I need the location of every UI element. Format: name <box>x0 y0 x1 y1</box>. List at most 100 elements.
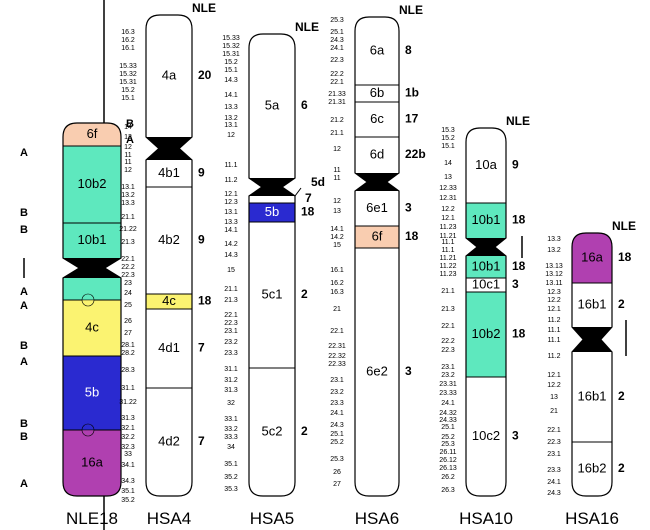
band-number: 21.3 <box>224 297 238 304</box>
band-number: 15.2 <box>441 135 455 142</box>
ab-label: A <box>20 286 28 298</box>
band-number: 23.1 <box>224 328 238 335</box>
band-number: 31.1 <box>224 366 238 373</box>
band-number: 33 <box>124 451 132 458</box>
band-number: 12 <box>333 198 341 205</box>
segment-hsa5-5c2 <box>249 368 295 496</box>
band-number: 26.2 <box>441 474 455 481</box>
segment-side-number: 7 <box>198 341 205 355</box>
segment-hsa6-6e2 <box>355 248 399 496</box>
band-number: 13.11 <box>546 280 563 287</box>
band-number: 23.3 <box>547 467 561 474</box>
band-number: 22.1 <box>330 79 344 86</box>
band-number: 13.3 <box>224 219 238 226</box>
band-number: 12.1 <box>547 306 561 313</box>
band-number: 35.3 <box>224 486 238 493</box>
band-number: 22.3 <box>121 272 135 279</box>
segment-hsa16-16b1 <box>572 352 612 442</box>
segment-label: 4d1 <box>158 340 180 355</box>
centromere-hsa4 <box>146 137 192 160</box>
band-number: 15.2 <box>121 87 135 94</box>
segment-nle18-10b2 <box>63 146 121 223</box>
segment-label: 4c <box>162 293 176 308</box>
segment-side-number: 3 <box>405 201 412 215</box>
centromere-hsa16 <box>572 327 612 352</box>
segment-hsa5-5a <box>249 34 295 178</box>
band-number: 22.1 <box>330 328 344 335</box>
segment-label: 4b2 <box>158 232 180 247</box>
band-number: 21.1 <box>224 286 238 293</box>
segment-hsa4-4a <box>146 15 192 137</box>
band-number: 12 <box>124 167 132 174</box>
band-number: 15.3 <box>441 127 455 134</box>
band-number: 32 <box>227 400 235 407</box>
band-number: 13.12 <box>545 271 563 278</box>
segment-side-number: 2 <box>618 297 625 311</box>
segment-hsa10-10b1 <box>466 203 506 238</box>
band-number: 22.3 <box>441 347 455 354</box>
ab-label: A <box>20 300 28 312</box>
segment-side-number: 17 <box>405 112 419 126</box>
segment-side-number: 18 <box>512 259 526 273</box>
segment-hsa5-5c1 <box>249 222 295 368</box>
segment-label: 5b <box>85 384 99 399</box>
centromere-hsa5 <box>249 178 295 196</box>
band-number: 22.1 <box>121 256 135 263</box>
segment-side-number: 9 <box>198 166 205 180</box>
segment-hsa10-10b2 <box>466 292 506 377</box>
segment-side-number: 3 <box>512 277 519 291</box>
band-number: 13.1 <box>121 184 135 191</box>
band-number: 15.1 <box>441 143 455 150</box>
chromosome-title: HSA16 <box>565 509 619 528</box>
band-number: 23.31 <box>439 381 457 388</box>
segment-label: 16b1 <box>578 388 607 403</box>
band-number: 27 <box>124 330 132 337</box>
band-number: 27 <box>333 481 341 488</box>
segment-hsa6-6d <box>355 137 399 173</box>
band-number: 28.2 <box>121 350 135 357</box>
band-number: 21 <box>550 408 558 415</box>
band-number: 15.32 <box>222 43 240 50</box>
band-number: 13 <box>444 174 452 181</box>
band-number: 14.1 <box>224 227 238 234</box>
band-number: 13 <box>333 208 341 215</box>
band-number: 25.1 <box>441 424 455 431</box>
band-number: 25.1 <box>330 29 344 36</box>
ab-label: A <box>20 478 28 490</box>
outline-hsa10 <box>465 127 507 497</box>
band-number: 11.2 <box>547 317 560 324</box>
band-number: 15.1 <box>224 67 238 74</box>
band-number: 14 <box>444 160 452 167</box>
band-number: 28.3 <box>121 367 135 374</box>
ab-label: A <box>20 356 28 368</box>
ab-label: B <box>20 340 28 352</box>
band-number: 16.3 <box>121 29 135 36</box>
ab-label: A <box>20 147 28 159</box>
band-number: 34.1 <box>121 462 135 469</box>
segment-side-number: 2 <box>301 424 308 438</box>
segment-label: 16a <box>581 249 603 264</box>
band-number: 22.2 <box>441 338 455 345</box>
band-number: 12.31 <box>439 195 457 202</box>
segment-side-number: 18 <box>512 327 526 341</box>
band-number: 11.21 <box>440 255 457 262</box>
band-number: 25.1 <box>330 431 344 438</box>
band-number: 12.2 <box>547 297 561 304</box>
band-number: 11 <box>124 159 131 166</box>
band-number: 23 <box>124 280 132 287</box>
chromosome-title: NLE18 <box>66 509 118 528</box>
segment-side-number: 7 <box>198 434 205 448</box>
segment-label: 16a <box>81 454 103 469</box>
band-number: 16.2 <box>330 280 344 287</box>
band-number: 23.1 <box>441 364 455 371</box>
band-number: 23.33 <box>439 390 457 397</box>
segment-side-number: 6 <box>301 98 308 112</box>
segment-side-number: 2 <box>301 287 308 301</box>
band-number: 16.1 <box>121 45 135 52</box>
band-number: 15.31 <box>222 51 240 58</box>
band-number: 23.1 <box>330 377 344 384</box>
segment-nle18-blank <box>63 278 121 300</box>
